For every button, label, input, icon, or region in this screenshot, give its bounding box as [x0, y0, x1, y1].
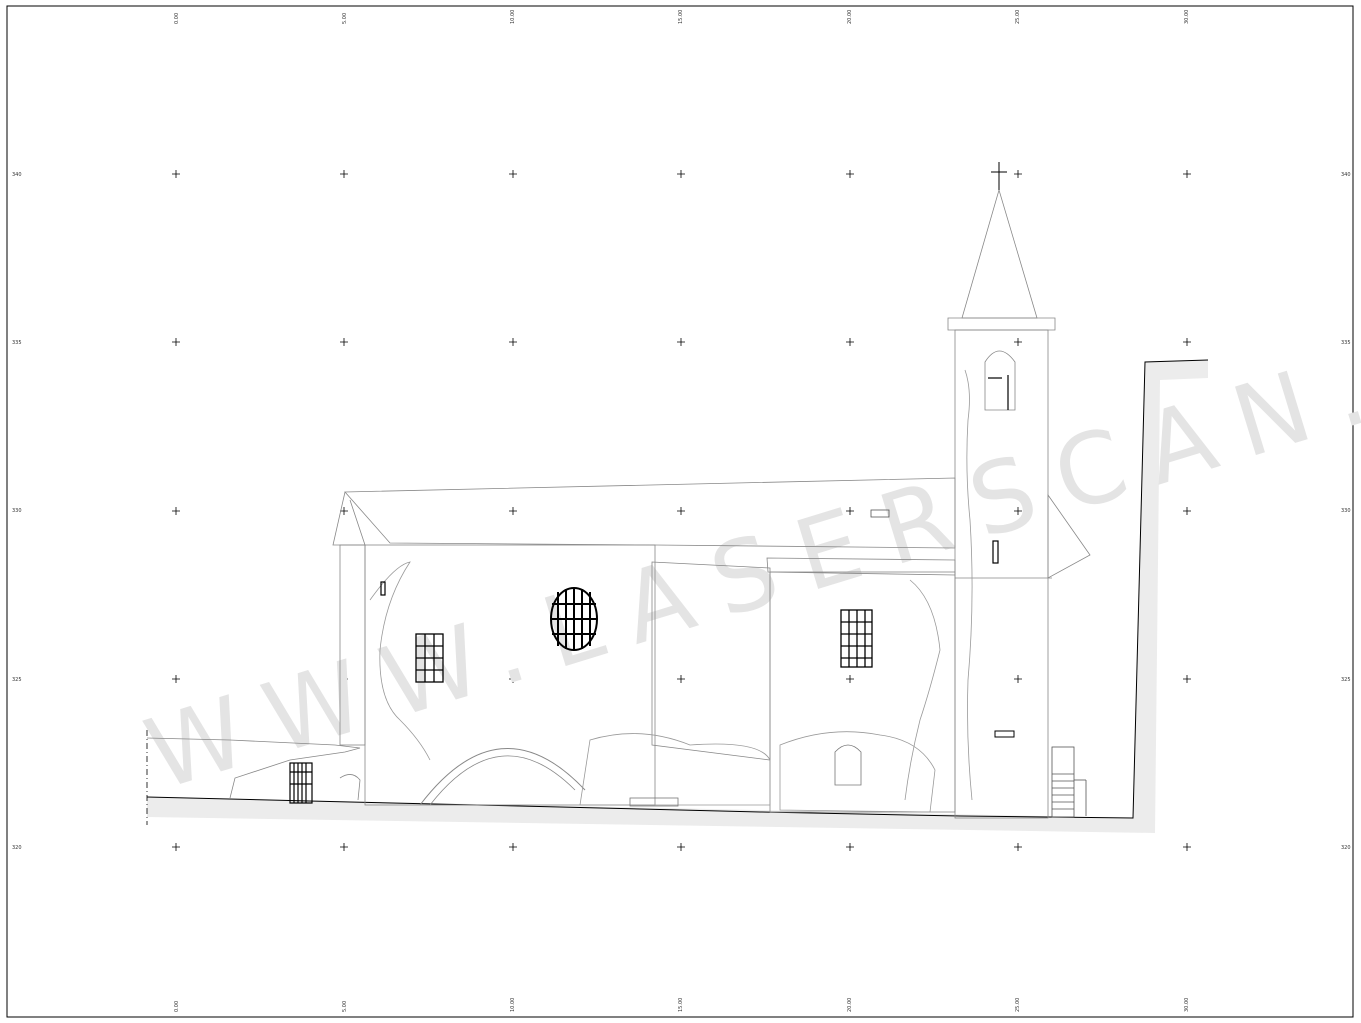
y-tick-left-3: 325: [12, 677, 22, 683]
y-tick-right-3: 325: [1341, 677, 1351, 683]
grid-cross: [846, 843, 854, 851]
side-stairs: [1051, 746, 1087, 818]
x-tick-bottom-6: 30.00: [1184, 998, 1190, 1012]
grid-cross: [677, 675, 685, 683]
grid-cross: [509, 843, 517, 851]
vegetation-left: [369, 561, 431, 761]
grid-cross: [1183, 338, 1191, 346]
tower-slit: [992, 540, 999, 564]
x-tick-top-5: 25.00: [1015, 10, 1021, 24]
x-tick-labels-top: 0.00 5.00 10.00 15.00 20.00 25.00 30.00: [174, 10, 1190, 24]
roof-vent: [870, 509, 890, 518]
grid-cross: [846, 507, 854, 515]
grid-cross: [172, 338, 180, 346]
nave-wall: [364, 544, 656, 806]
x-tick-bottom-3: 15.00: [678, 998, 684, 1012]
tower-shaft: [954, 329, 1049, 819]
tower-weathering: [964, 369, 973, 801]
grid-cross: [677, 338, 685, 346]
window-right: [840, 609, 873, 668]
grid-cross: [1183, 170, 1191, 178]
left-terrain-2: [339, 774, 361, 801]
grid-cross: [1014, 675, 1022, 683]
grid-cross: [172, 170, 180, 178]
grid-cross: [509, 675, 517, 683]
y-tick-left-0: 340: [12, 172, 22, 178]
grid-cross: [1014, 843, 1022, 851]
ground-line: [146, 359, 1209, 819]
grid-cross: [340, 507, 348, 515]
y-tick-left-1: 335: [12, 340, 22, 346]
grid-cross: [846, 675, 854, 683]
grid-cross: [846, 170, 854, 178]
sheet-border: [6, 5, 1354, 1018]
grid-cross: [1183, 843, 1191, 851]
church-gable: [332, 491, 366, 546]
x-tick-bottom-0: 0.00: [174, 1001, 180, 1012]
vegetation-right: [904, 579, 941, 801]
grid-cross: [677, 170, 685, 178]
nave-arch: [419, 748, 586, 806]
x-tick-top-1: 5.00: [342, 13, 348, 24]
grid-cross: [509, 338, 517, 346]
x-tick-top-0: 0.00: [174, 13, 180, 24]
grid-cross: [509, 170, 517, 178]
nave-arch-inner: [429, 755, 576, 806]
window-left: [415, 633, 444, 683]
x-tick-labels-bottom: 0.00 5.00 10.00 15.00 20.00 25.00 30.00: [174, 998, 1190, 1012]
left-gate: [289, 762, 313, 804]
y-tick-right-0: 340: [1341, 172, 1351, 178]
rubble-2: [779, 731, 936, 813]
tower-cornice: [947, 317, 1056, 331]
facade-slot: [380, 581, 386, 596]
y-tick-left-2: 330: [12, 508, 22, 514]
y-tick-left-4: 320: [12, 845, 22, 851]
grid-cross: [172, 675, 180, 683]
rubble-1: [579, 733, 771, 806]
y-tick-right-1: 335: [1341, 340, 1351, 346]
bell-tower: [947, 162, 1091, 819]
x-tick-top-6: 30.00: [1184, 10, 1190, 24]
grid-cross: [1183, 675, 1191, 683]
grid-cross: [172, 843, 180, 851]
grid-crosses: [172, 170, 1191, 851]
niche: [834, 744, 862, 786]
tower-spire: [961, 188, 1038, 319]
x-tick-top-3: 15.00: [678, 10, 684, 24]
x-tick-top-2: 10.00: [510, 10, 516, 24]
x-tick-bottom-5: 25.00: [1015, 998, 1021, 1012]
grid-cross: [1014, 507, 1022, 515]
y-tick-labels-right: 340 335 330 325 320: [1341, 172, 1351, 851]
grid-cross: [340, 675, 348, 683]
left-terrain: [146, 737, 361, 799]
y-tick-right-2: 330: [1341, 508, 1351, 514]
y-tick-labels-left: 340 335 330 325 320: [12, 172, 22, 851]
bench: [629, 797, 679, 807]
x-tick-bottom-1: 5.00: [342, 1001, 348, 1012]
grid-cross: [677, 843, 685, 851]
grid-cross: [1014, 338, 1022, 346]
y-tick-right-4: 320: [1341, 845, 1351, 851]
x-tick-top-4: 20.00: [847, 10, 853, 24]
x-tick-bottom-2: 10.00: [510, 998, 516, 1012]
window-rose: [550, 587, 598, 651]
x-tick-bottom-4: 20.00: [847, 998, 853, 1012]
church-roof: [344, 477, 956, 549]
grid-cross: [340, 843, 348, 851]
tower-lean-roof: [1047, 493, 1091, 579]
grid-cross: [846, 338, 854, 346]
grid-cross: [340, 338, 348, 346]
tower-plaque: [994, 730, 1015, 738]
grid-cross: [340, 170, 348, 178]
grid-cross: [1183, 507, 1191, 515]
grid-cross: [677, 507, 685, 515]
tower-belfry: [984, 350, 1016, 411]
grid-cross: [1014, 170, 1022, 178]
grid-cross: [172, 507, 180, 515]
grid-cross: [509, 507, 517, 515]
